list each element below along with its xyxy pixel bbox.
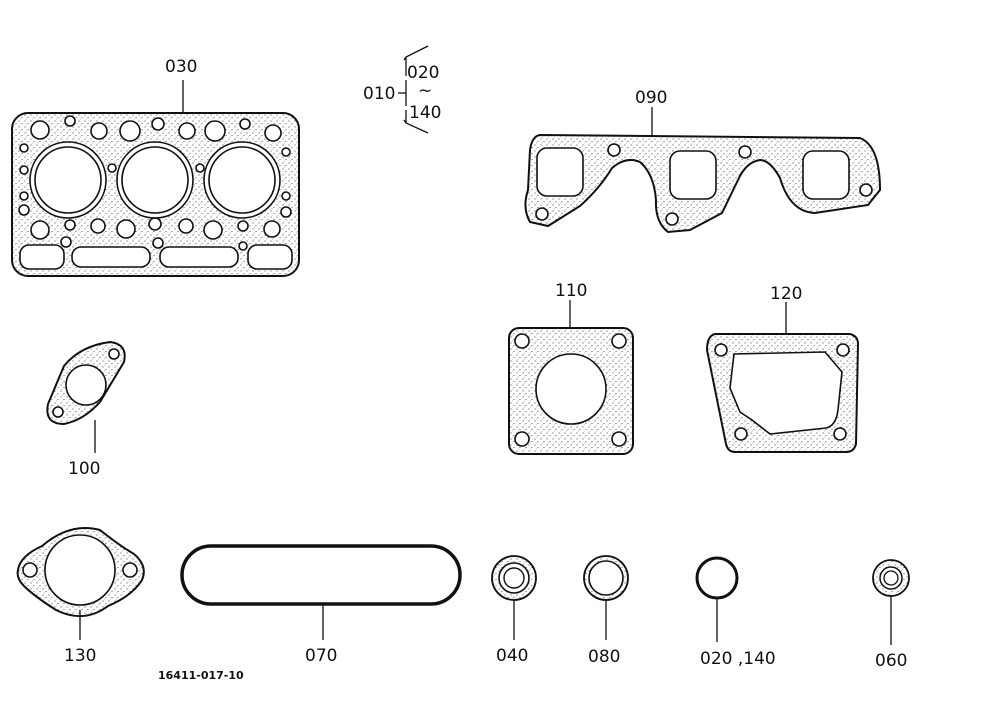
label-060: 060 [875, 651, 907, 671]
part-070-rectangular-ring-seal[interactable] [180, 544, 462, 640]
label-100: 100 [68, 459, 100, 479]
part-040-washer[interactable] [491, 555, 537, 640]
part-080-ring-gasket[interactable] [583, 555, 629, 640]
label-070: 070 [305, 646, 337, 666]
label-020-140: 020 ,140 [700, 649, 776, 669]
group-range-sep: ∼ [418, 81, 432, 101]
part-020-140-o-ring[interactable] [695, 556, 739, 642]
part-060-small-washer[interactable] [872, 559, 910, 645]
label-090: 090 [635, 88, 667, 108]
part-120-cover-gasket[interactable] [705, 302, 860, 453]
group-range-bottom: 140 [409, 103, 441, 123]
label-110: 110 [555, 281, 587, 301]
part-090-manifold-gasket[interactable] [524, 107, 882, 234]
label-040: 040 [496, 646, 528, 666]
label-130: 130 [64, 646, 96, 666]
label-030: 030 [165, 57, 197, 77]
label-080: 080 [588, 647, 620, 667]
part-030-cylinder-head-gasket[interactable] [11, 80, 300, 277]
group-range-top: 020 [407, 63, 439, 83]
label-120: 120 [770, 284, 802, 304]
part-110-square-flange-gasket[interactable] [508, 300, 634, 455]
part-130-oval-flange-gasket[interactable] [16, 527, 145, 640]
drawing-code: 16411-017-10 [158, 669, 244, 682]
part-100-two-hole-flange-gasket[interactable] [46, 340, 126, 453]
group-label: 010 [363, 84, 395, 104]
group-reference [398, 45, 429, 134]
